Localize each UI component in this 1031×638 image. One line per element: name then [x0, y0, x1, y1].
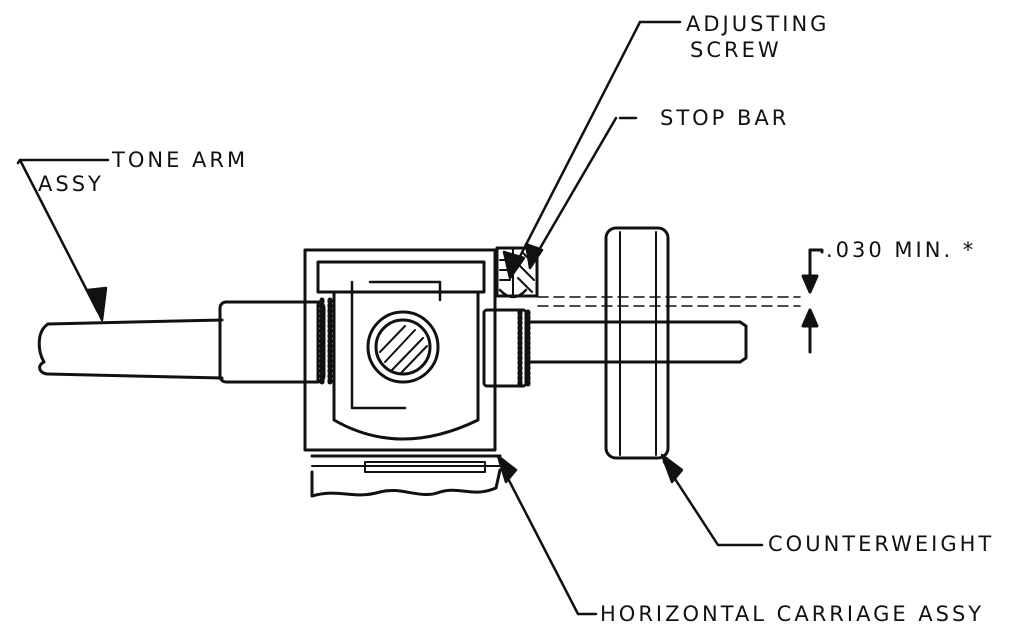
adjusting-screw-label-line2: SCREW: [690, 38, 782, 62]
leader-lines: [16, 20, 764, 616]
adjusting-screw-label: ADJUSTING: [686, 12, 830, 36]
counterweight-label: COUNTERWEIGHT: [768, 532, 995, 556]
pivot-bushing: [366, 310, 440, 384]
tone-arm-label: TONE ARM: [112, 148, 249, 172]
clearance-dimension: [801, 248, 824, 354]
knurled-coupling: [218, 297, 333, 387]
tone-arm-tube: [37, 318, 224, 380]
tone-arm-label-line2: ASSY: [38, 172, 104, 196]
clearance-label: .030 MIN. *: [826, 238, 977, 262]
stop-bar-label: STOP BAR: [660, 106, 790, 130]
counterweight-shaft: [524, 296, 801, 364]
carriage-body: [303, 248, 502, 498]
right-collar: [482, 308, 531, 388]
counterweight-disc: [604, 226, 670, 460]
horizontal-carriage-label: HORIZONTAL CARRIAGE ASSY: [600, 602, 985, 626]
